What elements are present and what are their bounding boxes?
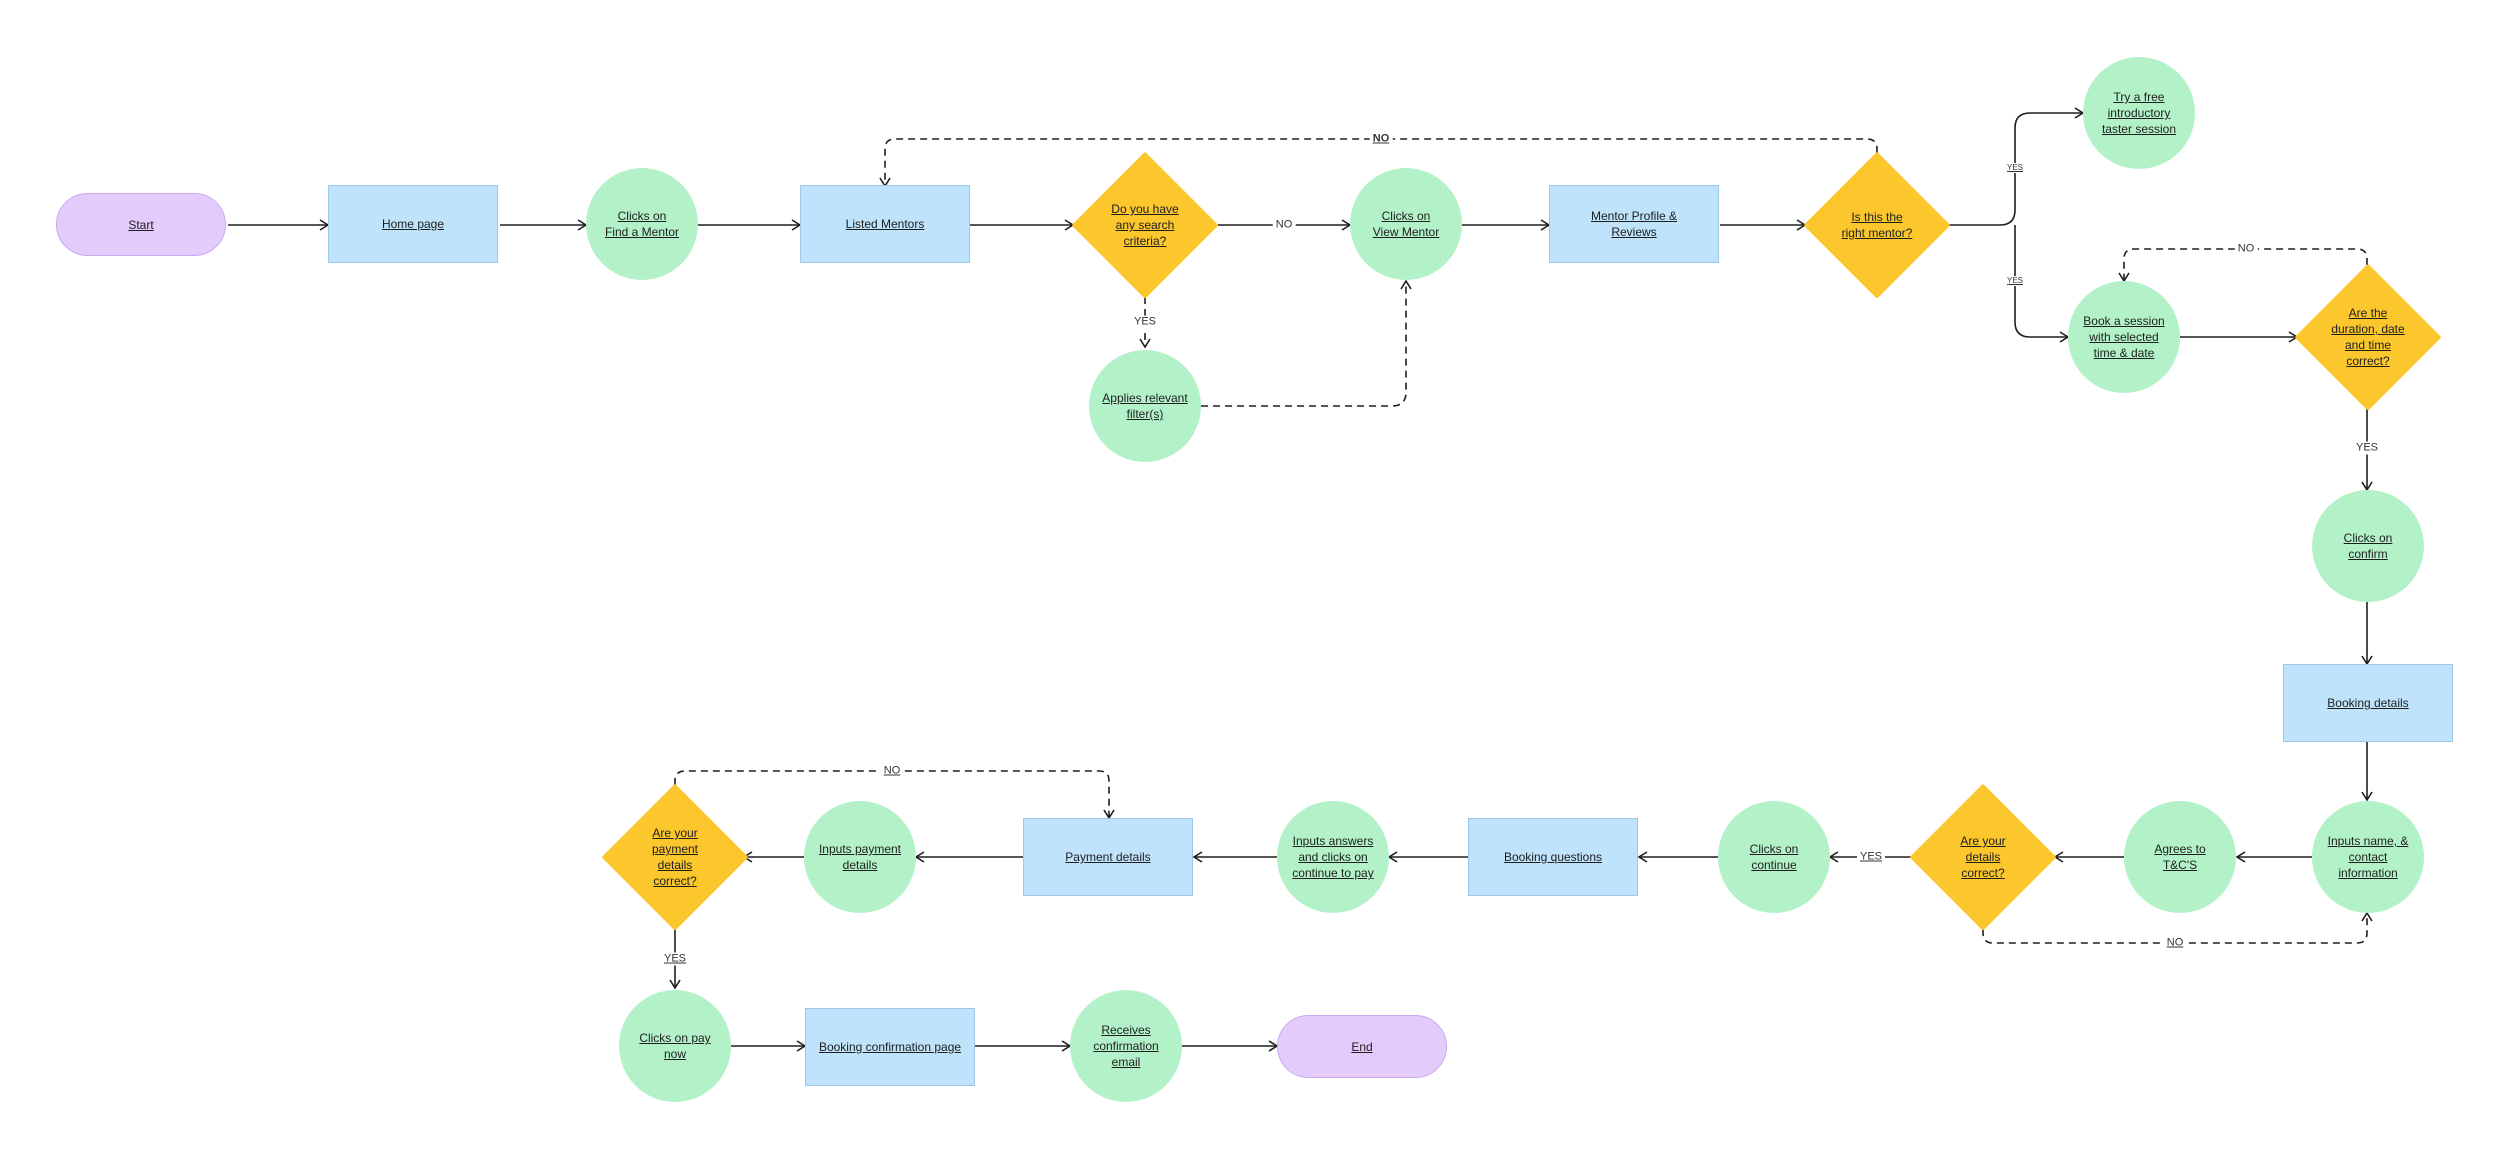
- right-mentor-label: Is this the right mentor?: [1841, 210, 1913, 240]
- right-mentor-decision[interactable]: Is this the right mentor?: [1803, 151, 1951, 299]
- inputs-answers-node[interactable]: Inputs answers and clicks on continue to…: [1277, 801, 1389, 913]
- booking-details-node[interactable]: Booking details: [2283, 664, 2453, 742]
- inputs-name-label: Inputs name, & contact information: [2327, 834, 2409, 880]
- edge-paymentcorrect-payment-no: [674, 770, 1115, 820]
- booking-confirmation-label: Booking confirmation page: [818, 1040, 962, 1054]
- booking-questions-label: Booking questions: [1503, 850, 1603, 864]
- listed-mentors-node[interactable]: Listed Mentors: [800, 185, 970, 263]
- edge-label-yes-duration: YES: [2352, 441, 2382, 455]
- details-correct-decision[interactable]: Are your details correct?: [1909, 783, 2057, 931]
- clicks-continue-label: Clicks on continue: [1749, 842, 1799, 872]
- payment-correct-decision[interactable]: Are your payment details correct?: [601, 783, 749, 931]
- edge-right-book: [2014, 225, 2070, 343]
- edge-label-no-payment: NO: [880, 764, 904, 778]
- agrees-tcs-node[interactable]: Agrees to T&C'S: [2124, 801, 2236, 913]
- home-page-label: Home page: [381, 217, 445, 231]
- mentor-profile-label: Mentor Profile & Reviews: [1590, 209, 1678, 239]
- edge-label-yes-taster: YES: [2003, 163, 2027, 173]
- booking-details-label: Booking details: [2327, 696, 2409, 710]
- payment-details-node[interactable]: Payment details: [1023, 818, 1193, 896]
- booking-confirmation-node[interactable]: Booking confirmation page: [805, 1008, 975, 1086]
- mentor-profile-node[interactable]: Mentor Profile & Reviews: [1549, 185, 1719, 263]
- book-session-label: Book a session with selected time & date: [2083, 314, 2165, 360]
- edge-details-inputs-no: [1982, 911, 2373, 944]
- edge-label-yes-search: YES: [1130, 315, 1160, 329]
- receives-email-node[interactable]: Receives confirmation email: [1070, 990, 1182, 1102]
- edge-label-yes-details: YES: [1856, 850, 1886, 864]
- search-criteria-label: Do you have any search criteria?: [1111, 202, 1179, 248]
- details-correct-label: Are your details correct?: [1960, 834, 2006, 880]
- inputs-name-node[interactable]: Inputs name, & contact information: [2312, 801, 2424, 913]
- edge-filters-view: [1201, 279, 1412, 407]
- clicks-pay-label: Clicks on pay now: [639, 1031, 711, 1061]
- inputs-answers-label: Inputs answers and clicks on continue to…: [1292, 834, 1374, 880]
- end-label: End: [1351, 1039, 1373, 1054]
- applies-filters-node[interactable]: Applies relevant filter(s): [1089, 350, 1201, 462]
- book-session-node[interactable]: Book a session with selected time & date: [2068, 281, 2180, 393]
- inputs-payment-label: Inputs payment details: [818, 842, 902, 872]
- find-mentor-label: Clicks on Find a Mentor: [604, 209, 680, 239]
- payment-correct-label: Are your payment details correct?: [651, 826, 699, 888]
- edge-label-yes-book: YES: [2003, 276, 2027, 286]
- home-page-node[interactable]: Home page: [328, 185, 498, 263]
- end-node[interactable]: End: [1277, 1015, 1447, 1078]
- duration-correct-label: Are the duration, date and time correct?: [2331, 306, 2405, 368]
- receives-email-label: Receives confirmation email: [1093, 1023, 1159, 1069]
- booking-questions-node[interactable]: Booking questions: [1468, 818, 1638, 896]
- clicks-pay-node[interactable]: Clicks on pay now: [619, 990, 731, 1102]
- clicks-confirm-node[interactable]: Clicks on confirm: [2312, 490, 2424, 602]
- listed-mentors-label: Listed Mentors: [845, 217, 925, 231]
- start-node[interactable]: Start: [56, 193, 226, 256]
- taster-session-node[interactable]: Try a free introductory taster session: [2083, 57, 2195, 169]
- edge-label-no-details: NO: [2163, 936, 2187, 950]
- edge-label-no-right-mentor: NO: [1369, 132, 1393, 146]
- search-criteria-decision[interactable]: Do you have any search criteria?: [1071, 151, 1219, 299]
- inputs-payment-node[interactable]: Inputs payment details: [804, 801, 916, 913]
- clicks-continue-node[interactable]: Clicks on continue: [1718, 801, 1830, 913]
- payment-details-label: Payment details: [1065, 850, 1151, 864]
- applies-filters-label: Applies relevant filter(s): [1102, 391, 1188, 421]
- view-mentor-node[interactable]: Clicks on View Mentor: [1350, 168, 1462, 280]
- agrees-tcs-label: Agrees to T&C'S: [2154, 842, 2206, 872]
- edge-label-no-duration: NO: [2234, 242, 2258, 256]
- view-mentor-label: Clicks on View Mentor: [1372, 209, 1440, 239]
- clicks-confirm-label: Clicks on confirm: [2343, 531, 2393, 561]
- edge-label-no-search: NO: [1272, 218, 1296, 232]
- find-mentor-node[interactable]: Clicks on Find a Mentor: [586, 168, 698, 280]
- taster-session-label: Try a free introductory taster session: [2101, 90, 2177, 136]
- start-label: Start: [128, 217, 154, 232]
- edge-label-yes-payment: YES: [660, 952, 690, 966]
- duration-correct-decision[interactable]: Are the duration, date and time correct?: [2294, 263, 2442, 411]
